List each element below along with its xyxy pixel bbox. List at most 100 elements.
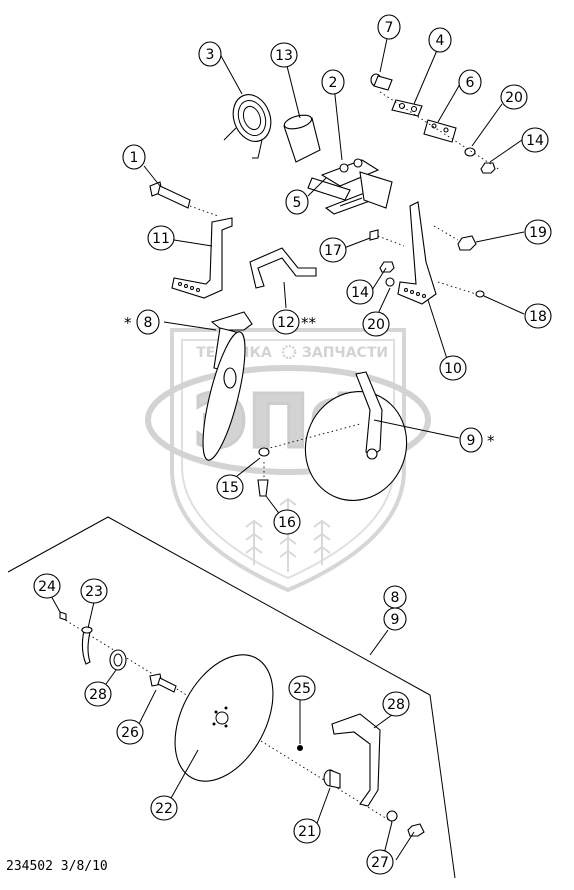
washer-part-20-mid <box>385 277 395 287</box>
callouts: 1 2 3 4 5 6 7 8 9 10 11 12 13 14 14 15 1… <box>33 14 552 875</box>
callout-28-left: 28 <box>84 681 112 707</box>
washer-part-20-top <box>464 147 476 157</box>
callout-5-label: 5 <box>293 195 302 211</box>
link-part-4 <box>391 99 423 117</box>
callout-20-mid: 20 <box>362 311 390 337</box>
asterisk-mark-9: * <box>487 432 495 450</box>
wheat-icon <box>245 497 331 572</box>
callout-7: 7 <box>377 14 401 40</box>
callout-21: 21 <box>293 818 321 844</box>
nut-part-14-mid <box>379 261 395 273</box>
callout-26-label: 26 <box>121 725 139 741</box>
callout-1: 1 <box>122 144 146 170</box>
bolt-part-16 <box>257 462 269 497</box>
callout-10: 10 <box>439 355 467 381</box>
bushing-part-21 <box>323 769 341 789</box>
callout-6-label: 6 <box>466 75 475 91</box>
bracket-part-11 <box>171 217 233 299</box>
callout-11-label: 11 <box>152 231 170 247</box>
leader-lines <box>49 33 525 861</box>
callout-9-lower-label: 9 <box>391 612 400 628</box>
asterisk-mark-12: ** <box>301 314 317 332</box>
gear-icon <box>281 344 297 360</box>
callout-13-label: 13 <box>275 48 293 64</box>
assembly-axis-upper <box>379 91 501 171</box>
callout-16-label: 16 <box>278 515 296 531</box>
callout-19-label: 19 <box>529 225 547 241</box>
nut-part-14-top <box>480 162 496 174</box>
callout-6: 6 <box>458 69 482 95</box>
callout-18: 18 <box>524 303 552 329</box>
callout-20-top-label: 20 <box>505 90 523 106</box>
callout-23-label: 23 <box>85 584 103 600</box>
grease-fitting-part-23 <box>81 626 93 665</box>
callout-28-right: 28 <box>382 691 410 717</box>
callout-27: 27 <box>366 849 394 875</box>
callout-11: 11 <box>147 225 175 251</box>
sleeve-part-13 <box>283 114 321 163</box>
callout-17-label: 17 <box>324 243 342 259</box>
callout-25-label: 25 <box>293 681 311 697</box>
callout-8-lower-label: 8 <box>391 590 400 606</box>
callout-24-label: 24 <box>38 579 56 595</box>
callout-22-label: 22 <box>155 801 173 817</box>
disc-part-22 <box>174 654 274 782</box>
callout-24: 24 <box>33 573 61 599</box>
callout-9-label: 9 <box>467 433 476 449</box>
nut-part-18 <box>437 281 485 298</box>
callout-14-mid: 14 <box>346 279 374 305</box>
section-divider <box>7 516 456 879</box>
bracket-part-28-right <box>331 713 381 807</box>
callout-8-lower: 8 <box>383 585 407 609</box>
callout-23: 23 <box>80 578 108 604</box>
bolt-part-1 <box>149 181 219 217</box>
callout-8-label: 8 <box>144 315 153 331</box>
pin-part-7 <box>370 73 393 91</box>
callout-15-label: 15 <box>221 480 239 496</box>
callout-8: 8 <box>136 309 160 335</box>
asterisk-mark-8: * <box>124 314 132 332</box>
bracket-part-10 <box>397 201 437 305</box>
callout-20-mid-label: 20 <box>367 317 385 333</box>
footer-code: 234502 3/8/10 <box>6 859 108 874</box>
callout-14-top-label: 14 <box>526 133 544 149</box>
callout-16: 16 <box>273 509 301 535</box>
bolt-part-17 <box>369 229 405 247</box>
callout-2: 2 <box>321 69 345 95</box>
callout-13: 13 <box>270 42 298 68</box>
washer-part-15 <box>258 447 270 457</box>
disc-assembly-9 <box>304 371 408 501</box>
nut-part-27 <box>386 810 425 837</box>
callout-2-label: 2 <box>329 75 338 91</box>
bolt-part-26 <box>149 673 177 693</box>
callout-12: 12 <box>272 309 300 335</box>
callout-12-label: 12 <box>277 315 295 331</box>
nut-part-19 <box>433 225 477 251</box>
callout-14-mid-label: 14 <box>351 285 369 301</box>
ring-part-28-left <box>109 649 127 671</box>
plate-part-6 <box>423 119 457 143</box>
callout-21-label: 21 <box>298 824 316 840</box>
disc-assembly-8 <box>202 311 253 461</box>
dot-part-25 <box>297 745 303 751</box>
callout-4-label: 4 <box>436 33 445 49</box>
callout-25: 25 <box>288 675 316 701</box>
plate-part-5 <box>307 171 393 215</box>
callout-19: 19 <box>524 219 552 245</box>
callout-28-right-label: 28 <box>387 697 405 713</box>
callout-22: 22 <box>150 795 178 821</box>
spring-part-3 <box>223 94 272 159</box>
callout-27-label: 27 <box>371 855 389 871</box>
callout-28-left-label: 28 <box>89 687 107 703</box>
callout-14-top: 14 <box>521 127 549 153</box>
callout-26: 26 <box>116 719 144 745</box>
watermark-right-text: ЗАПЧАСТИ <box>302 345 388 361</box>
plug-part-24 <box>59 611 67 621</box>
callout-18-label: 18 <box>529 309 547 325</box>
callout-15: 15 <box>216 474 244 500</box>
callout-3-label: 3 <box>206 47 215 63</box>
callout-4: 4 <box>428 27 452 53</box>
callout-5: 5 <box>285 189 309 215</box>
callout-1-label: 1 <box>130 150 139 166</box>
